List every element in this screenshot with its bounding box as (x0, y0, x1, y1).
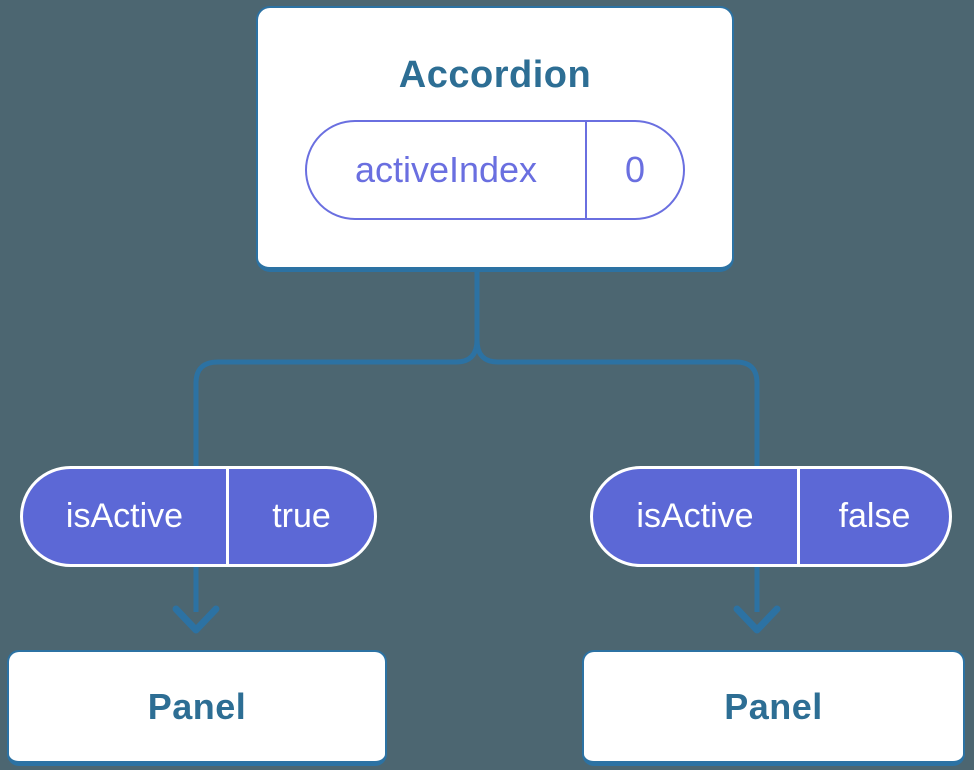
panel-node-left: Panel (7, 650, 387, 766)
connector-right-branch (474, 262, 760, 612)
panel-node-title: Panel (147, 685, 247, 727)
panel-node-title: Panel (724, 685, 823, 727)
active-index-prop-pill: activeIndex 0 (305, 120, 685, 220)
prop-name-label: isActive (23, 469, 229, 564)
is-active-false-pill: isActive false (590, 466, 952, 567)
is-active-true-pill: isActive true (20, 466, 377, 567)
panel-node-right: Panel (582, 650, 965, 766)
arrowhead-down-right-icon (733, 605, 781, 634)
prop-value-label: 0 (624, 149, 646, 190)
prop-value-label: false (838, 497, 911, 535)
prop-name-label: activeIndex (307, 122, 587, 218)
arrowhead-down-left-icon (172, 605, 220, 634)
accordion-node-card: Accordion activeIndex 0 (256, 6, 734, 272)
accordion-node-title: Accordion (398, 54, 592, 96)
prop-name-label: isActive (593, 469, 800, 564)
prop-value-label: true (272, 497, 331, 535)
